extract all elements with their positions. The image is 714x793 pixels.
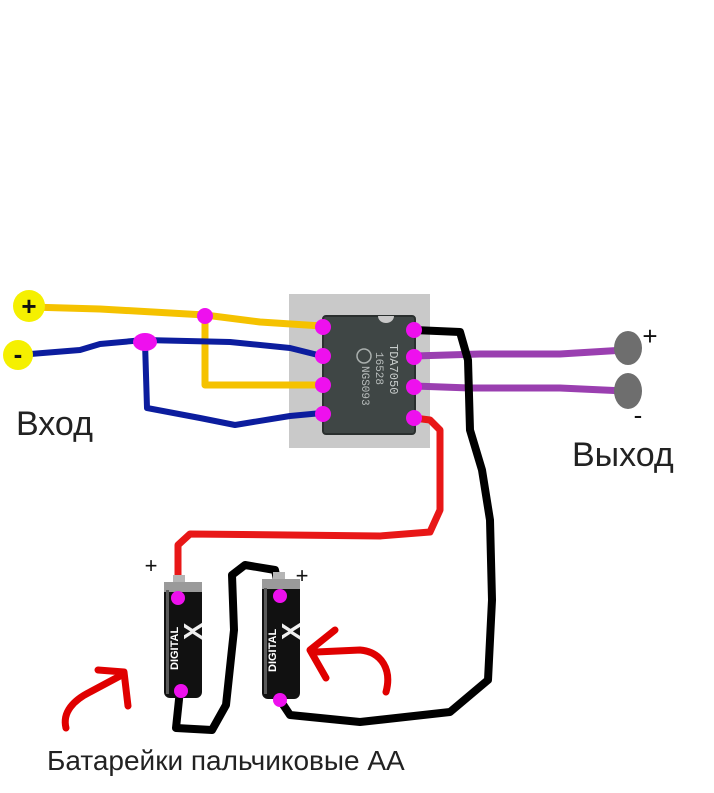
power-plus-wire <box>174 414 444 602</box>
output-plus-terminal <box>614 331 642 365</box>
battery-1-brand: DIGITAL <box>169 627 181 670</box>
ground-wire <box>172 326 496 734</box>
output-wires <box>410 346 629 395</box>
arrow-left-icon <box>61 666 132 732</box>
batteries-label: Батарейки пальчиковые АА <box>47 745 405 776</box>
input-minus-sign: - <box>14 339 23 369</box>
battery-2-brand: DIGITAL <box>267 629 279 672</box>
input-label: Вход <box>16 405 93 443</box>
chip-marking-2: 16528 <box>372 352 384 385</box>
arrow-right-icon <box>306 626 392 696</box>
chip-marking-3: NGS093 <box>358 366 370 406</box>
battery-1-plus-sign: + <box>145 553 158 578</box>
chip: TDA7050 16528 NGS093 <box>322 315 416 435</box>
battery-1: DIGITAL X <box>164 575 208 698</box>
input-minus-terminal <box>3 340 33 370</box>
output-minus-terminal <box>614 373 642 409</box>
solder-points <box>133 308 422 707</box>
output-minus-sign: - <box>634 400 643 430</box>
output-plus-sign: + <box>642 321 657 351</box>
input-plus-terminal <box>13 290 45 322</box>
chip-marking-1: TDA7050 <box>386 344 400 394</box>
input-plus-sign: + <box>21 291 36 321</box>
battery-1-x-logo: X <box>178 622 208 640</box>
output-label: Выход <box>572 436 674 474</box>
battery-2: DIGITAL X <box>262 572 306 699</box>
battery-2-plus-sign: + <box>296 563 309 588</box>
battery-2-x-logo: X <box>276 622 306 640</box>
